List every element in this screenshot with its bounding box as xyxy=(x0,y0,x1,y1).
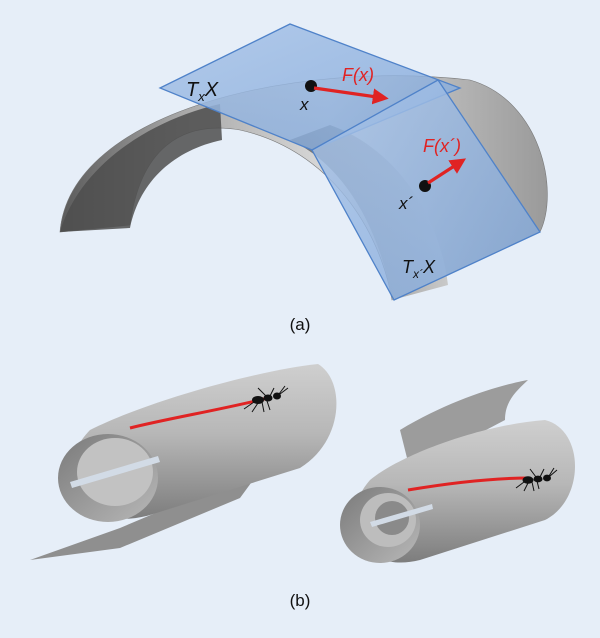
vector-f-x xyxy=(313,86,389,105)
panel-b-label: (b) xyxy=(290,591,311,610)
ant-path-right xyxy=(407,476,531,492)
right-tube xyxy=(340,380,575,563)
point-x-label: x xyxy=(299,95,309,114)
point-x xyxy=(305,80,317,92)
tangent-plane-2-label: Tx´X xyxy=(402,257,436,281)
right-tube-slit xyxy=(370,504,433,527)
left-tube xyxy=(30,364,337,560)
vector-f-x-prime xyxy=(427,158,467,185)
tangent-plane-1-label: TxX xyxy=(186,79,219,104)
ant-icon xyxy=(515,467,558,492)
ant-path-left xyxy=(129,396,269,430)
panel-a-label: (a) xyxy=(290,315,311,334)
point-x-prime-label: x´ xyxy=(398,194,414,213)
ant-icon xyxy=(243,385,289,413)
panel-a: TxX x F(x) F(x´) x´ Tx´X (a) xyxy=(59,23,548,334)
panel-b: (b) xyxy=(30,364,575,610)
vector-f-x-label: F(x) xyxy=(342,65,374,85)
left-tube-slit xyxy=(70,456,160,488)
vector-f-x-prime-label: F(x´) xyxy=(423,136,461,156)
arch-underside xyxy=(60,104,222,232)
